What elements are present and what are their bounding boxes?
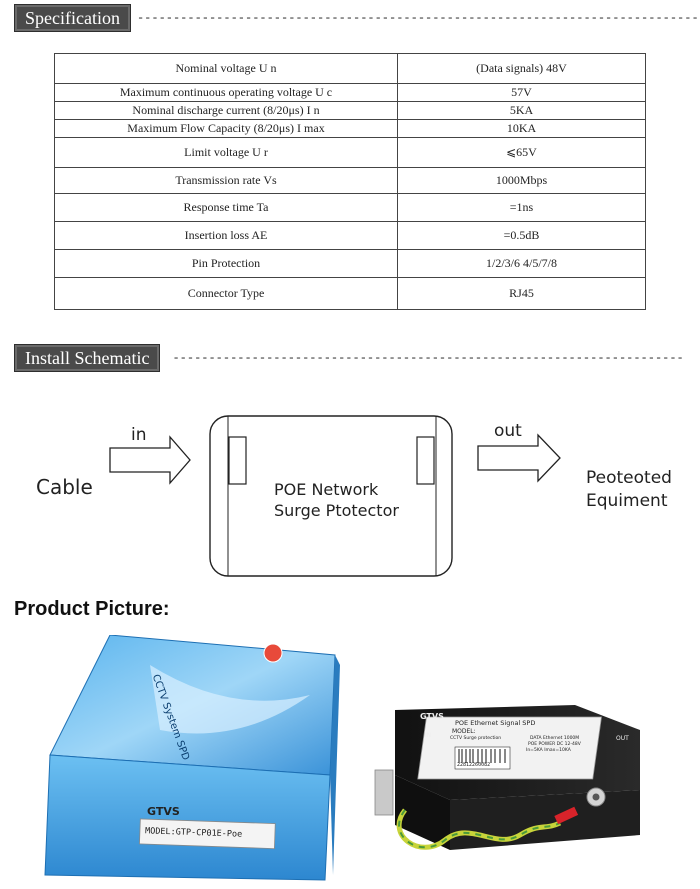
protector-device-outline [209,415,453,577]
spec-row: Maximum continuous operating voltage U c… [54,83,646,102]
device-brand: GTVS [420,712,444,721]
ce-fc-marks [525,759,528,769]
out-port [416,436,435,485]
spec-parameter: Pin Protection [54,249,398,278]
box-warning-icon [263,643,283,663]
install-schematic-diagram: in out Cable POE Network Surge Ptotector… [0,395,700,595]
install-schematic-divider: ----------------------------------------… [172,351,684,365]
specification-header: Specification --------------------------… [14,4,699,32]
device-spec-right3: In=5KA Imax=10KA [526,748,571,753]
equipment-label-line1: Peoteoted [586,468,672,488]
in-label: in [131,425,147,445]
device-front-face [395,775,450,850]
device-bracket [374,769,394,816]
device-label-title: POE Ethernet Signal SPD [455,719,536,727]
device-spec-right1: DATA Ethernet 1000M [530,736,580,741]
spec-parameter: Maximum Flow Capacity (8/20μs) I max [54,119,398,138]
spec-value: 57V [397,83,646,102]
out-label: out [494,421,522,441]
schematic-drawing [109,415,561,577]
spec-value: 10KA [397,119,646,138]
spec-value: =1ns [397,193,646,222]
device-spec-right2: POE POWER DC 12-48V [528,742,581,747]
spec-value: 5KA [397,101,646,120]
spec-row: Insertion loss AE=0.5dB [54,221,646,250]
spec-parameter: Response time Ta [54,193,398,222]
device-out-label: OUT [616,735,629,742]
box-top-highlight [150,665,310,734]
device-model-label: MODEL: [452,728,476,735]
spec-value: RJ45 [397,277,646,310]
spec-parameter: Nominal discharge current (8/20μs) I n [54,101,398,120]
box-front-face [44,754,331,881]
device-barcode-bars [458,749,506,763]
device-in-label: IN [425,732,432,739]
ground-wire-stripe [398,809,561,849]
product-picture-title: Product Picture: [14,598,170,620]
out-arrow [477,433,561,483]
device-side-face [450,790,640,850]
device-spec-left: CCTV Surge protection [450,736,502,741]
device-barcode-number: 22812260082 [457,762,491,768]
product-photo: CCTV System SPD GTVS MODEL:GTP-CP01E-Poe… [40,635,660,885]
spec-value: 1000Mbps [397,167,646,194]
specification-divider: ----------------------------------------… [136,11,699,25]
spec-parameter: Insertion loss AE [54,221,398,250]
install-schematic-title: Install Schematic [14,344,161,372]
equipment-label-line2: Equiment [586,491,668,511]
spec-parameter: Maximum continuous operating voltage U c [54,83,398,102]
in-arrow [109,435,191,485]
specification-title: Specification [14,4,131,32]
spec-parameter: Transmission rate Vs [54,167,398,194]
spec-value: ⩽65V [397,137,646,168]
spec-row: Limit voltage U r⩽65V [54,137,646,168]
spec-row: Response time Ta=1ns [54,193,646,222]
box-side-face [330,655,340,875]
spec-parameter: Connector Type [54,277,398,310]
in-port [228,436,247,485]
spec-parameter: Nominal voltage U n [54,53,398,84]
spec-parameter: Limit voltage U r [54,137,398,168]
device-label-line1: POE Network [274,480,379,499]
spec-value: =0.5dB [397,221,646,250]
product-photo-drawing [44,635,640,881]
spec-value: (Data signals) 48V [397,53,646,84]
box-model-label-bg [139,818,276,850]
spec-row: Nominal voltage U n(Data signals) 48V [54,53,646,84]
box-brand: GTVS [147,805,180,818]
device-label-line2: Surge Ptotector [274,501,399,520]
spec-value: 1/2/3/6 4/5/7/8 [397,249,646,278]
install-schematic-header: Install Schematic ----------------------… [14,344,684,372]
cable-label: Cable [36,475,93,499]
ground-lug-hole [592,793,600,801]
ground-lug-sleeve [554,806,579,825]
